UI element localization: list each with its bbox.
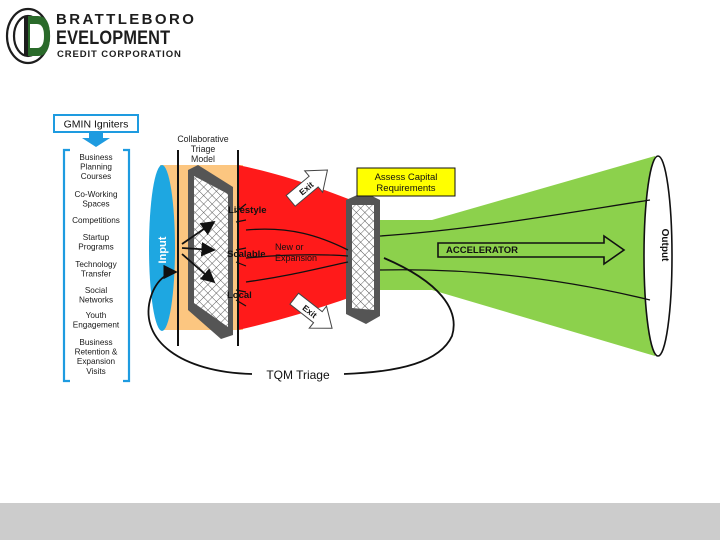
tick-local-2: [235, 299, 247, 307]
triage-model-label: Collaborative Triage Model: [177, 134, 228, 164]
gmin-igniters-title: GMIN Igniters: [64, 119, 129, 131]
input-label: Input: [157, 236, 169, 263]
arrow-to-local: [181, 253, 216, 284]
bdcc-logo-mark-icon: [5, 7, 51, 65]
local-label: Local: [227, 290, 252, 301]
assess-capital-box: [356, 167, 456, 197]
logo-line-1: BRATTLEBORO: [56, 11, 197, 28]
green-line-1: [379, 199, 651, 237]
igniter-item-6-line-2: Networks: [79, 296, 113, 305]
accelerator-arrow: [437, 234, 626, 266]
svg-text:Collaborative: Collaborative: [177, 134, 228, 144]
down-arrow-icon: [82, 132, 110, 147]
igniter-item-8-line-3: Expansion: [77, 357, 116, 366]
igniter-item-1-line-3: Courses: [81, 172, 112, 181]
igniter-item-7-line-1: Youth: [86, 311, 107, 320]
igniter-item-6-line-1: Social: [85, 286, 107, 295]
tqm-triage-label: TQM Triage: [266, 368, 330, 382]
new-or-expansion-label-1: New or: [275, 242, 304, 252]
tick-lifestyle-2: [235, 219, 247, 223]
triage-screen-2-mesh: [352, 205, 374, 310]
assess-capital-line-1: Assess Capital: [375, 172, 438, 183]
igniter-item-4-line-1: Startup: [83, 233, 110, 242]
arrow-to-scalable: [181, 242, 216, 257]
accelerator-label: ACCELERATOR: [446, 245, 518, 256]
igniter-item-5-line-1: Technology: [75, 260, 117, 269]
exit-arrow-bottom: Exit: [289, 292, 333, 329]
igniter-item-8-line-1: Business: [79, 338, 112, 347]
scalable-label: Scalable: [227, 249, 266, 260]
tick-scalable-1: [235, 247, 247, 251]
igniter-item-3-line-1: Competitions: [72, 216, 120, 225]
logo-line-2: EVELOPMENT: [56, 28, 171, 49]
igniter-item-1-line-2: Planning: [80, 163, 112, 172]
tqm-loop-left: [147, 264, 253, 375]
igniters-bracket-right: [123, 148, 131, 383]
igniter-item-8-line-4: Visits: [86, 367, 105, 376]
brattleboro-logo: BRATTLEBORO EVELOPMENT CREDIT CORPORATIO…: [4, 4, 194, 68]
footer-bar: [0, 503, 720, 540]
tick-lifestyle-1: [235, 203, 247, 213]
flow-line-middle: [245, 254, 349, 259]
tick-scalable-2: [235, 261, 247, 267]
tick-local-1: [235, 289, 247, 293]
funnel-red-section: [238, 165, 372, 330]
igniter-list: BusinessPlanningCoursesCo-WorkingSpacesC…: [72, 153, 120, 376]
tqm-loop-right: [343, 257, 455, 375]
green-line-2: [379, 269, 651, 301]
igniter-item-8-line-2: Retention &: [75, 348, 118, 357]
arrow-to-lifestyle: [181, 220, 216, 245]
svg-text:Model: Model: [191, 154, 215, 164]
lifestyle-label: Lifestyle: [228, 205, 267, 216]
output-ellipse: [643, 155, 673, 357]
svg-text:Triage: Triage: [191, 144, 216, 154]
output-label: Output: [659, 229, 670, 262]
igniter-item-2-line-1: Co-Working: [74, 190, 118, 199]
igniter-item-2-line-2: Spaces: [82, 200, 109, 209]
igniter-item-7-line-2: Engagement: [73, 321, 120, 330]
flow-line-lower: [245, 261, 349, 283]
exit-arrow-top: Exit: [285, 169, 329, 207]
igniter-item-1-line-1: Business: [79, 153, 112, 162]
igniters-bracket-left: [62, 148, 70, 383]
input-ellipse: [149, 165, 175, 331]
logo-line-3: CREDIT CORPORATION: [57, 49, 182, 60]
triage-screen-1-mesh: [194, 176, 228, 327]
new-or-expansion-label-2: Expansion: [275, 253, 317, 263]
igniter-item-5-line-2: Transfer: [81, 270, 111, 279]
flow-line-upper: [245, 228, 349, 251]
igniter-item-4-line-2: Programs: [78, 243, 114, 252]
assess-capital-line-2: Requirements: [376, 183, 435, 194]
